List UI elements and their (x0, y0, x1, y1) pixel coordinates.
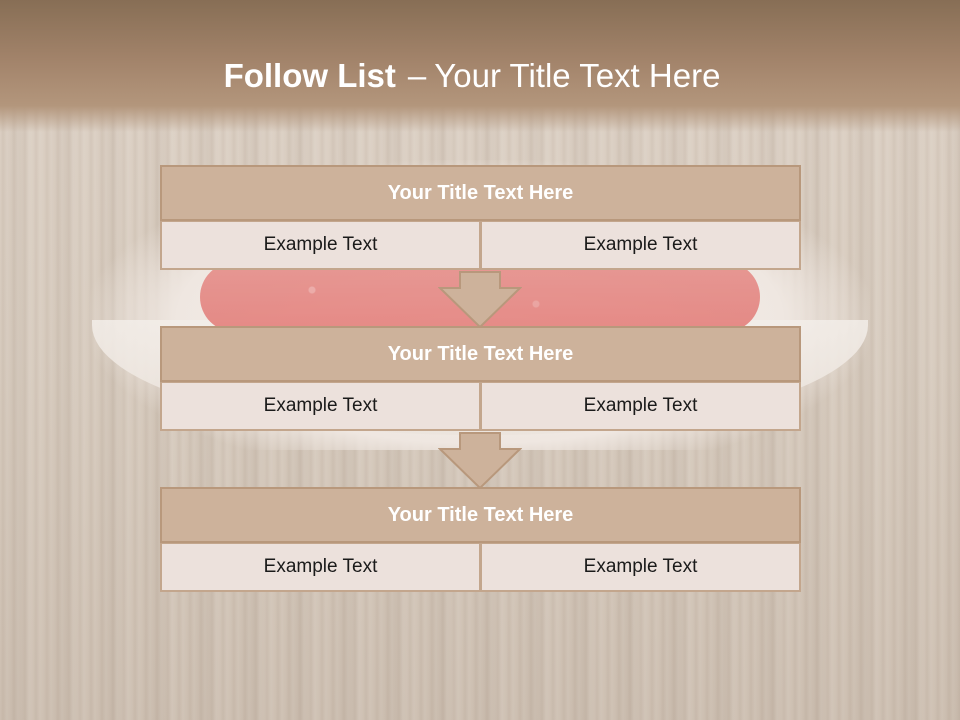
slide-title-rest: Your Title Text Here (434, 57, 721, 94)
flow-block-title: Your Title Text Here (160, 326, 801, 382)
flow-block-cell-left: Example Text (160, 382, 481, 431)
flow-block-1: Your Title Text Here Example Text Exampl… (160, 165, 801, 270)
flow-block-row: Example Text Example Text (160, 543, 801, 592)
flow-block-cell-left: Example Text (160, 221, 481, 270)
flow-block-2: Your Title Text Here Example Text Exampl… (160, 326, 801, 431)
down-arrow-icon (438, 271, 522, 329)
down-arrow-icon (438, 432, 522, 490)
flow-block-title: Your Title Text Here (160, 165, 801, 221)
flow-block-cell-left: Example Text (160, 543, 481, 592)
slide-title-separator: – (407, 57, 427, 94)
header-band (0, 0, 960, 132)
flow-block-cell-right: Example Text (481, 382, 801, 431)
flow-block-row: Example Text Example Text (160, 221, 801, 270)
flow-block-cell-right: Example Text (481, 543, 801, 592)
flow-block-row: Example Text Example Text (160, 382, 801, 431)
flow-block-3: Your Title Text Here Example Text Exampl… (160, 487, 801, 592)
slide-title-bold: Follow List (223, 57, 396, 94)
flow-block-title: Your Title Text Here (160, 487, 801, 543)
slide-title: Follow List–Your Title Text Here (0, 54, 944, 98)
flow-block-cell-right: Example Text (481, 221, 801, 270)
